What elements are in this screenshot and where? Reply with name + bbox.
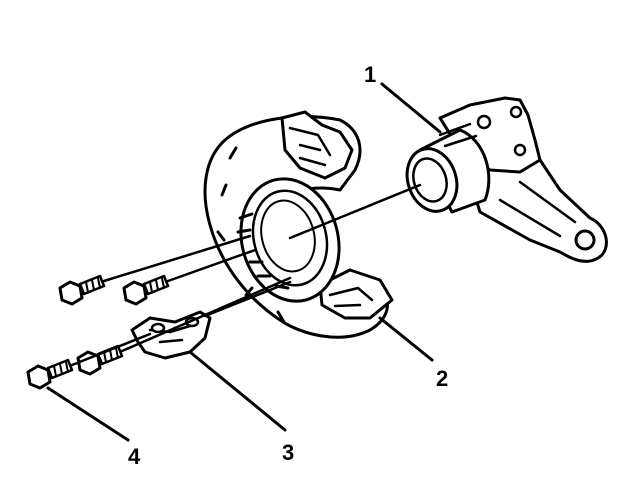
upper-bolt-right <box>122 274 170 306</box>
callout-1: 1 <box>364 62 376 87</box>
splash-shield <box>203 110 394 339</box>
hub-knuckle-assembly <box>405 96 608 263</box>
callout-2: 2 <box>436 366 448 391</box>
callout-3: 3 <box>282 440 294 465</box>
upper-bolt-left <box>58 274 106 306</box>
callout-leader-lines <box>46 82 442 442</box>
assembly-alignment-lines <box>70 183 422 367</box>
lower-bolt-left <box>26 358 74 390</box>
sensor-bracket <box>130 310 212 360</box>
callout-4: 4 <box>128 444 141 469</box>
